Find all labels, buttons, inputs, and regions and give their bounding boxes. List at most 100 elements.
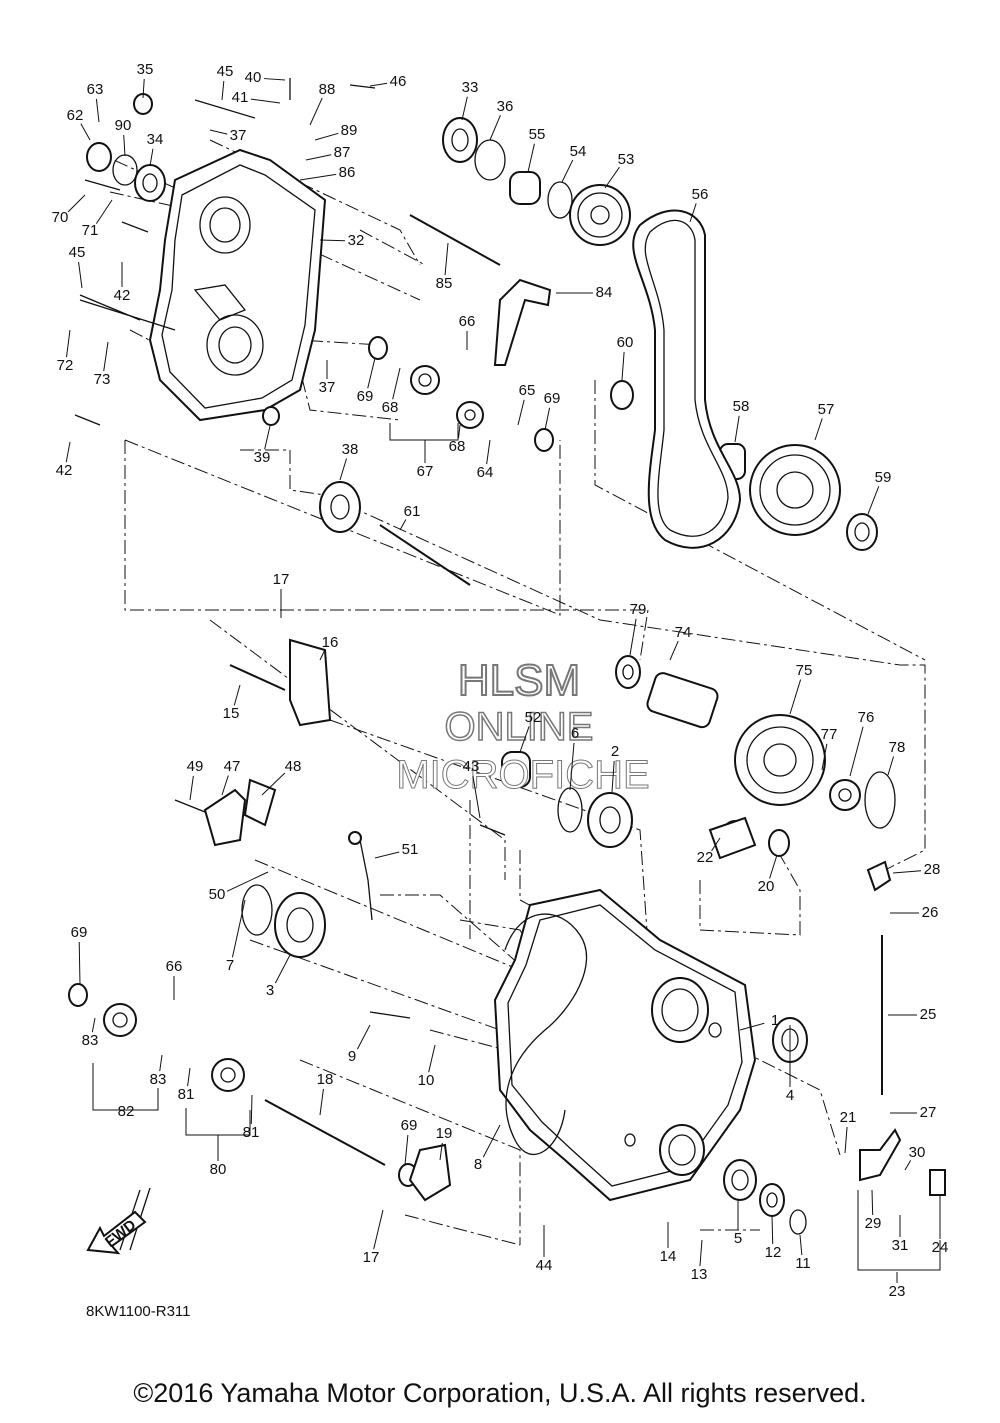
leader-line-55 — [527, 143, 535, 173]
callout-4: 4 — [786, 1087, 794, 1104]
callout-59: 59 — [875, 469, 892, 486]
callout-60: 60 — [617, 334, 634, 351]
callout-24: 24 — [932, 1239, 949, 1256]
callout-5: 5 — [734, 1230, 742, 1247]
leader-line-56 — [689, 203, 697, 223]
watermark: HLSM ONLINE MICROFICHE — [396, 655, 650, 798]
callout-71: 71 — [82, 222, 99, 239]
callout-61: 61 — [404, 503, 421, 520]
callout-22: 22 — [697, 849, 714, 866]
callout-25: 25 — [920, 1006, 937, 1023]
callout-32: 32 — [348, 232, 365, 249]
callout-41: 41 — [232, 89, 249, 106]
callout-68: 68 — [382, 399, 399, 416]
callout-19: 19 — [436, 1125, 453, 1142]
leader-line-85 — [444, 242, 449, 276]
callout-69: 69 — [357, 388, 374, 405]
callout-43: 43 — [463, 758, 480, 775]
leader-line-73 — [103, 341, 109, 372]
callout-44: 44 — [536, 1257, 553, 1274]
callout-84: 84 — [596, 284, 613, 301]
callout-81: 81 — [243, 1124, 260, 1141]
leader-line-65 — [517, 399, 525, 426]
diagram-code: 8KW1100-R311 — [86, 1303, 191, 1320]
leader-line-7 — [231, 899, 246, 958]
callout-17: 17 — [273, 571, 290, 588]
callout-77: 77 — [821, 726, 838, 743]
leader-line-21 — [844, 1126, 848, 1154]
leader-line-69 — [544, 407, 551, 431]
callout-76: 76 — [858, 709, 875, 726]
group-brackets — [92, 423, 941, 1271]
leader-line-64 — [486, 439, 491, 465]
fwd-arrow-icon: FWD — [86, 1210, 147, 1255]
leader-line-68 — [457, 424, 461, 439]
callout-47: 47 — [224, 758, 241, 775]
callout-62: 62 — [67, 107, 84, 124]
leader-line-77 — [821, 743, 828, 771]
callout-79: 79 — [630, 601, 647, 618]
callout-48: 48 — [285, 758, 302, 775]
leader-line-62 — [80, 123, 91, 141]
callout-68: 68 — [449, 438, 466, 455]
leader-line-2 — [611, 760, 615, 793]
leader-line-69 — [404, 1134, 409, 1166]
callout-83: 83 — [82, 1032, 99, 1049]
callout-45: 45 — [217, 63, 234, 80]
leader-line-46 — [369, 82, 388, 87]
callout-35: 35 — [137, 61, 154, 78]
right-crankcase — [493, 888, 757, 1202]
leader-line-68 — [392, 367, 401, 400]
leader-line-69 — [367, 357, 376, 389]
callout-9: 9 — [348, 1048, 356, 1065]
callout-54: 54 — [570, 143, 587, 160]
callout-36: 36 — [497, 98, 514, 115]
leader-line-53 — [604, 166, 620, 189]
callout-89: 89 — [341, 122, 358, 139]
callout-82: 82 — [118, 1103, 135, 1120]
callout-42: 42 — [56, 462, 73, 479]
callout-27: 27 — [920, 1104, 937, 1121]
callout-57: 57 — [818, 401, 835, 418]
callout-65: 65 — [519, 382, 536, 399]
leader-line-37 — [209, 129, 228, 135]
callout-20: 20 — [758, 878, 775, 895]
leader-line-81 — [250, 1094, 253, 1125]
callout-34: 34 — [147, 131, 164, 148]
callout-6: 6 — [571, 725, 579, 742]
leader-line-45 — [221, 80, 225, 101]
leader-line-1 — [739, 1022, 765, 1031]
callout-81: 81 — [178, 1086, 195, 1103]
gears — [103, 184, 861, 1092]
callout-73: 73 — [94, 371, 111, 388]
leader-line-13 — [699, 1239, 703, 1267]
leader-line-10 — [428, 1044, 436, 1073]
callout-26: 26 — [922, 904, 939, 921]
callout-67: 67 — [417, 463, 434, 480]
leader-line-87 — [305, 154, 332, 161]
leader-line-83 — [91, 1017, 96, 1033]
callout-70: 70 — [52, 209, 69, 226]
leader-line-40 — [263, 78, 286, 81]
callout-42: 42 — [114, 287, 131, 304]
callout-40: 40 — [245, 69, 262, 86]
callout-50: 50 — [209, 886, 226, 903]
leader-line-12 — [771, 1214, 774, 1245]
callout-8: 8 — [474, 1156, 482, 1173]
leader-line-45 — [78, 261, 83, 289]
callout-80: 80 — [210, 1161, 227, 1178]
callout-7: 7 — [226, 957, 234, 974]
leader-line-9 — [356, 1024, 371, 1050]
callout-38: 38 — [342, 441, 359, 458]
leader-line-6 — [569, 742, 575, 791]
leader-line-58 — [734, 415, 740, 443]
leader-line-20 — [769, 854, 778, 879]
leader-line-32 — [319, 239, 346, 242]
leader-line-51 — [374, 851, 400, 859]
drive-chain — [632, 209, 742, 549]
leader-line-41 — [250, 98, 281, 104]
callout-87: 87 — [334, 144, 351, 161]
leader-line-39 — [264, 425, 271, 450]
callout-51: 51 — [402, 841, 419, 858]
left-case-cover — [148, 148, 327, 422]
